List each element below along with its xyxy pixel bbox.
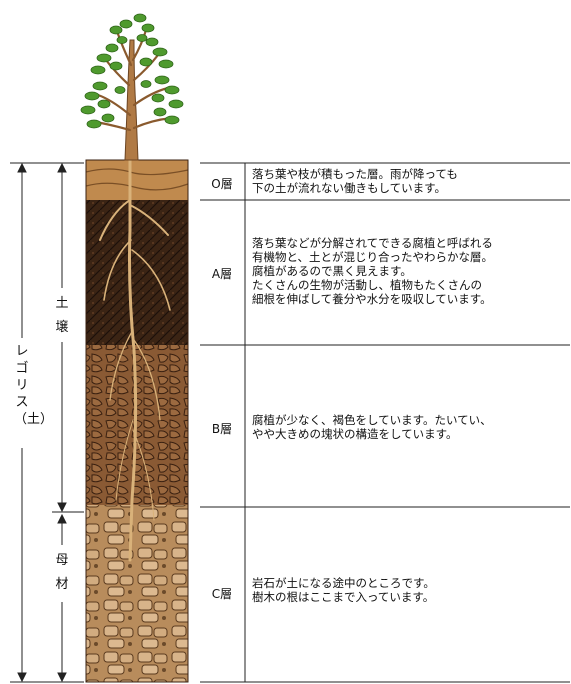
tree xyxy=(80,13,184,161)
soil-label: 土壌 xyxy=(54,292,70,340)
b-layer-name: B層 xyxy=(211,422,233,436)
c-layer-fill xyxy=(86,505,188,682)
layer-table xyxy=(200,162,570,683)
soil-bracket xyxy=(52,162,84,513)
c-layer-description: 岩石が土になる途中のところです。 樹木の根はここまで入っています。 xyxy=(252,576,435,604)
soil-label-text: 土壌 xyxy=(55,296,69,335)
regolith-label-text: レゴリス（土） xyxy=(14,344,54,427)
regolith-label: レゴリス（土） xyxy=(14,343,54,428)
a-layer-name: A層 xyxy=(211,267,233,281)
a-layer-fill xyxy=(86,200,188,345)
o-layer-name: O層 xyxy=(211,177,233,191)
tree-roots xyxy=(99,158,171,562)
parent-material-label: 母材 xyxy=(54,549,70,597)
tree-leaves xyxy=(80,13,184,129)
o-layer-fill xyxy=(86,160,188,200)
parent-material-bracket xyxy=(57,513,67,683)
c-layer-name: C層 xyxy=(211,587,233,601)
o-layer-description: 落ち葉や枝が積もった層。雨が降っても 下の土が流れない働きもしています。 xyxy=(252,167,458,195)
parent-material-label-text: 母材 xyxy=(55,553,69,592)
regolith-bracket xyxy=(10,162,84,683)
soil-column xyxy=(85,159,189,683)
b-layer-fill xyxy=(86,345,188,505)
b-layer-description: 腐植が少なく、褐色をしています。たいてい、 やや大きめの塊状の構造をしています。 xyxy=(252,413,492,441)
a-layer-description: 落ち葉などが分解されてできる腐植と呼ばれる 有機物と、土とが混じり合ったやわらか… xyxy=(252,236,494,306)
